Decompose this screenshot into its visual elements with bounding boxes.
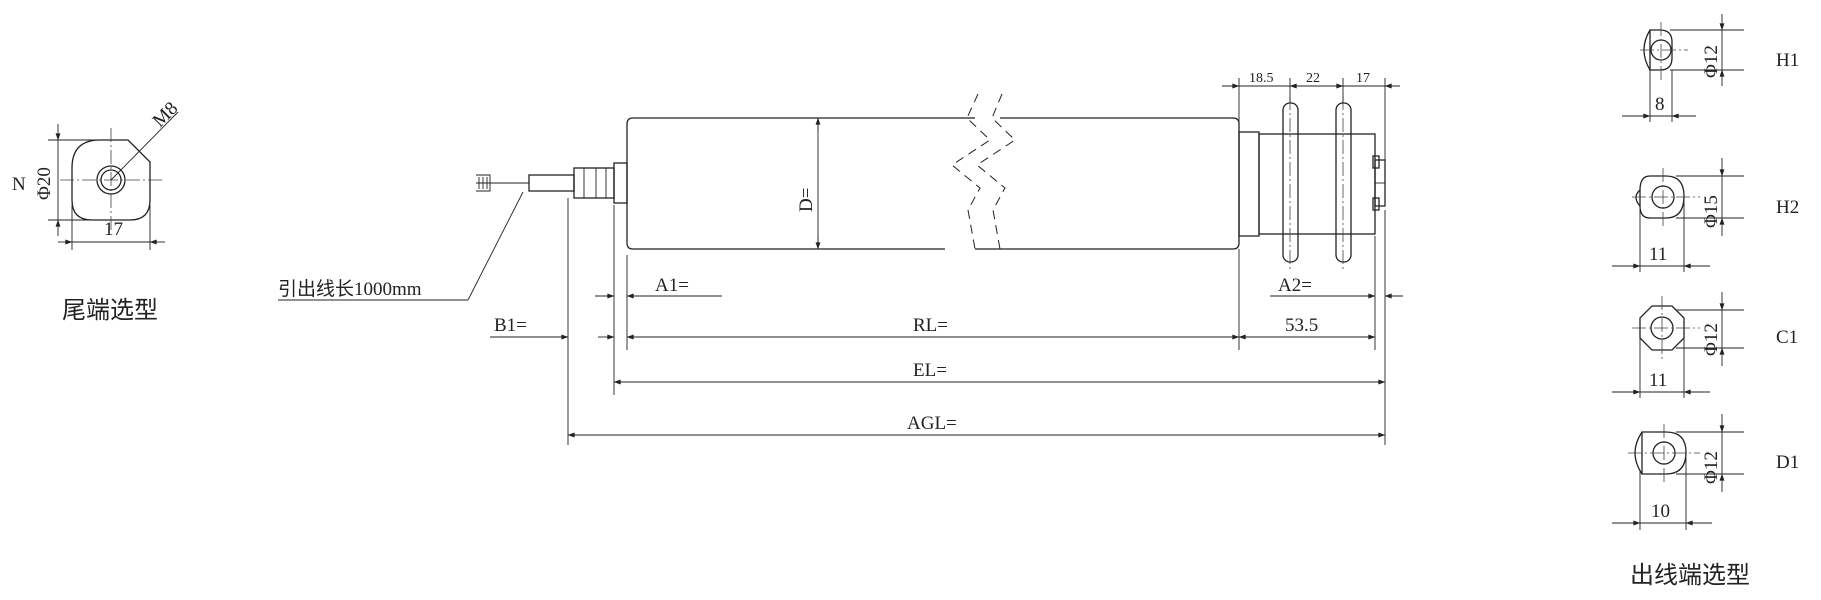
h2-name-label: H2 bbox=[1776, 197, 1799, 218]
tail-end-outline bbox=[71, 139, 151, 221]
h1-width-label: 8 bbox=[1655, 94, 1665, 115]
dim-53-5-label: 53.5 bbox=[1285, 315, 1318, 336]
h1-dia-label: Φ12 bbox=[1701, 45, 1722, 78]
outlet-option-h2: Φ15 H2 11 bbox=[1612, 158, 1799, 272]
roller-cable bbox=[528, 174, 575, 192]
lead-wire-leader bbox=[467, 191, 524, 301]
roller-tube-left bbox=[626, 117, 975, 250]
dim-18-5-label: 18.5 bbox=[1249, 71, 1274, 86]
c1-width-label: 11 bbox=[1649, 370, 1667, 391]
dim-agl-label: AGL= bbox=[907, 413, 957, 434]
sprocket-1 bbox=[1282, 102, 1299, 263]
tail-thread-label: M8 bbox=[149, 98, 183, 132]
drive-head-neck bbox=[1238, 131, 1260, 237]
tail-m8-leader bbox=[110, 111, 179, 181]
sprocket-2 bbox=[1335, 102, 1352, 263]
dim-22-label: 22 bbox=[1306, 71, 1320, 86]
tail-n-label: N bbox=[12, 174, 26, 195]
tail-thread-hole bbox=[96, 165, 126, 195]
lead-wire-label: 引出线长1000mm bbox=[278, 278, 422, 300]
d1-name-label: D1 bbox=[1776, 452, 1799, 473]
tail-end-view: Φ20 N M8 17 尾端选型 bbox=[12, 98, 182, 324]
h2-dia-label: Φ15 bbox=[1701, 195, 1722, 228]
roller-cable-gland bbox=[573, 167, 615, 199]
c1-dia-label: Φ12 bbox=[1701, 323, 1722, 356]
roller-end-cap bbox=[613, 162, 628, 204]
outlet-option-c1: Φ12 C1 11 bbox=[1612, 292, 1798, 398]
roller-tube-right bbox=[975, 117, 1240, 250]
dim-rl-label: RL= bbox=[913, 315, 948, 336]
d1-dia-label: Φ12 bbox=[1701, 451, 1722, 484]
tail-width-label: 17 bbox=[104, 219, 123, 240]
dim-b1-label: B1= bbox=[494, 315, 527, 336]
d1-width-label: 10 bbox=[1651, 501, 1670, 522]
diameter-label: D= bbox=[796, 188, 817, 212]
h2-width-label: 11 bbox=[1649, 244, 1667, 265]
tail-view-caption: 尾端选型 bbox=[62, 296, 158, 324]
roller-main-view: 引出线长1000mm D= 18.5 22 17 bbox=[278, 71, 1403, 445]
outlet-option-h1: Φ12 H1 8 bbox=[1622, 14, 1799, 122]
c1-name-label: C1 bbox=[1776, 327, 1798, 348]
dim-17-label: 17 bbox=[1356, 71, 1370, 86]
break-line-right bbox=[976, 93, 1016, 250]
dim-a2-label: A2= bbox=[1278, 275, 1312, 296]
outlet-option-d1: Φ12 D1 10 bbox=[1612, 414, 1799, 530]
tail-diameter-label: Φ20 bbox=[34, 167, 55, 200]
break-line-left bbox=[951, 93, 991, 250]
tail-thread-hole-inner bbox=[100, 169, 122, 191]
dim-el-label: EL= bbox=[913, 360, 947, 381]
dim-a1-label: A1= bbox=[655, 275, 689, 296]
h1-name-label: H1 bbox=[1776, 50, 1799, 71]
drive-head-body bbox=[1258, 133, 1376, 235]
outlet-options-caption: 出线端选型 bbox=[1630, 561, 1750, 589]
